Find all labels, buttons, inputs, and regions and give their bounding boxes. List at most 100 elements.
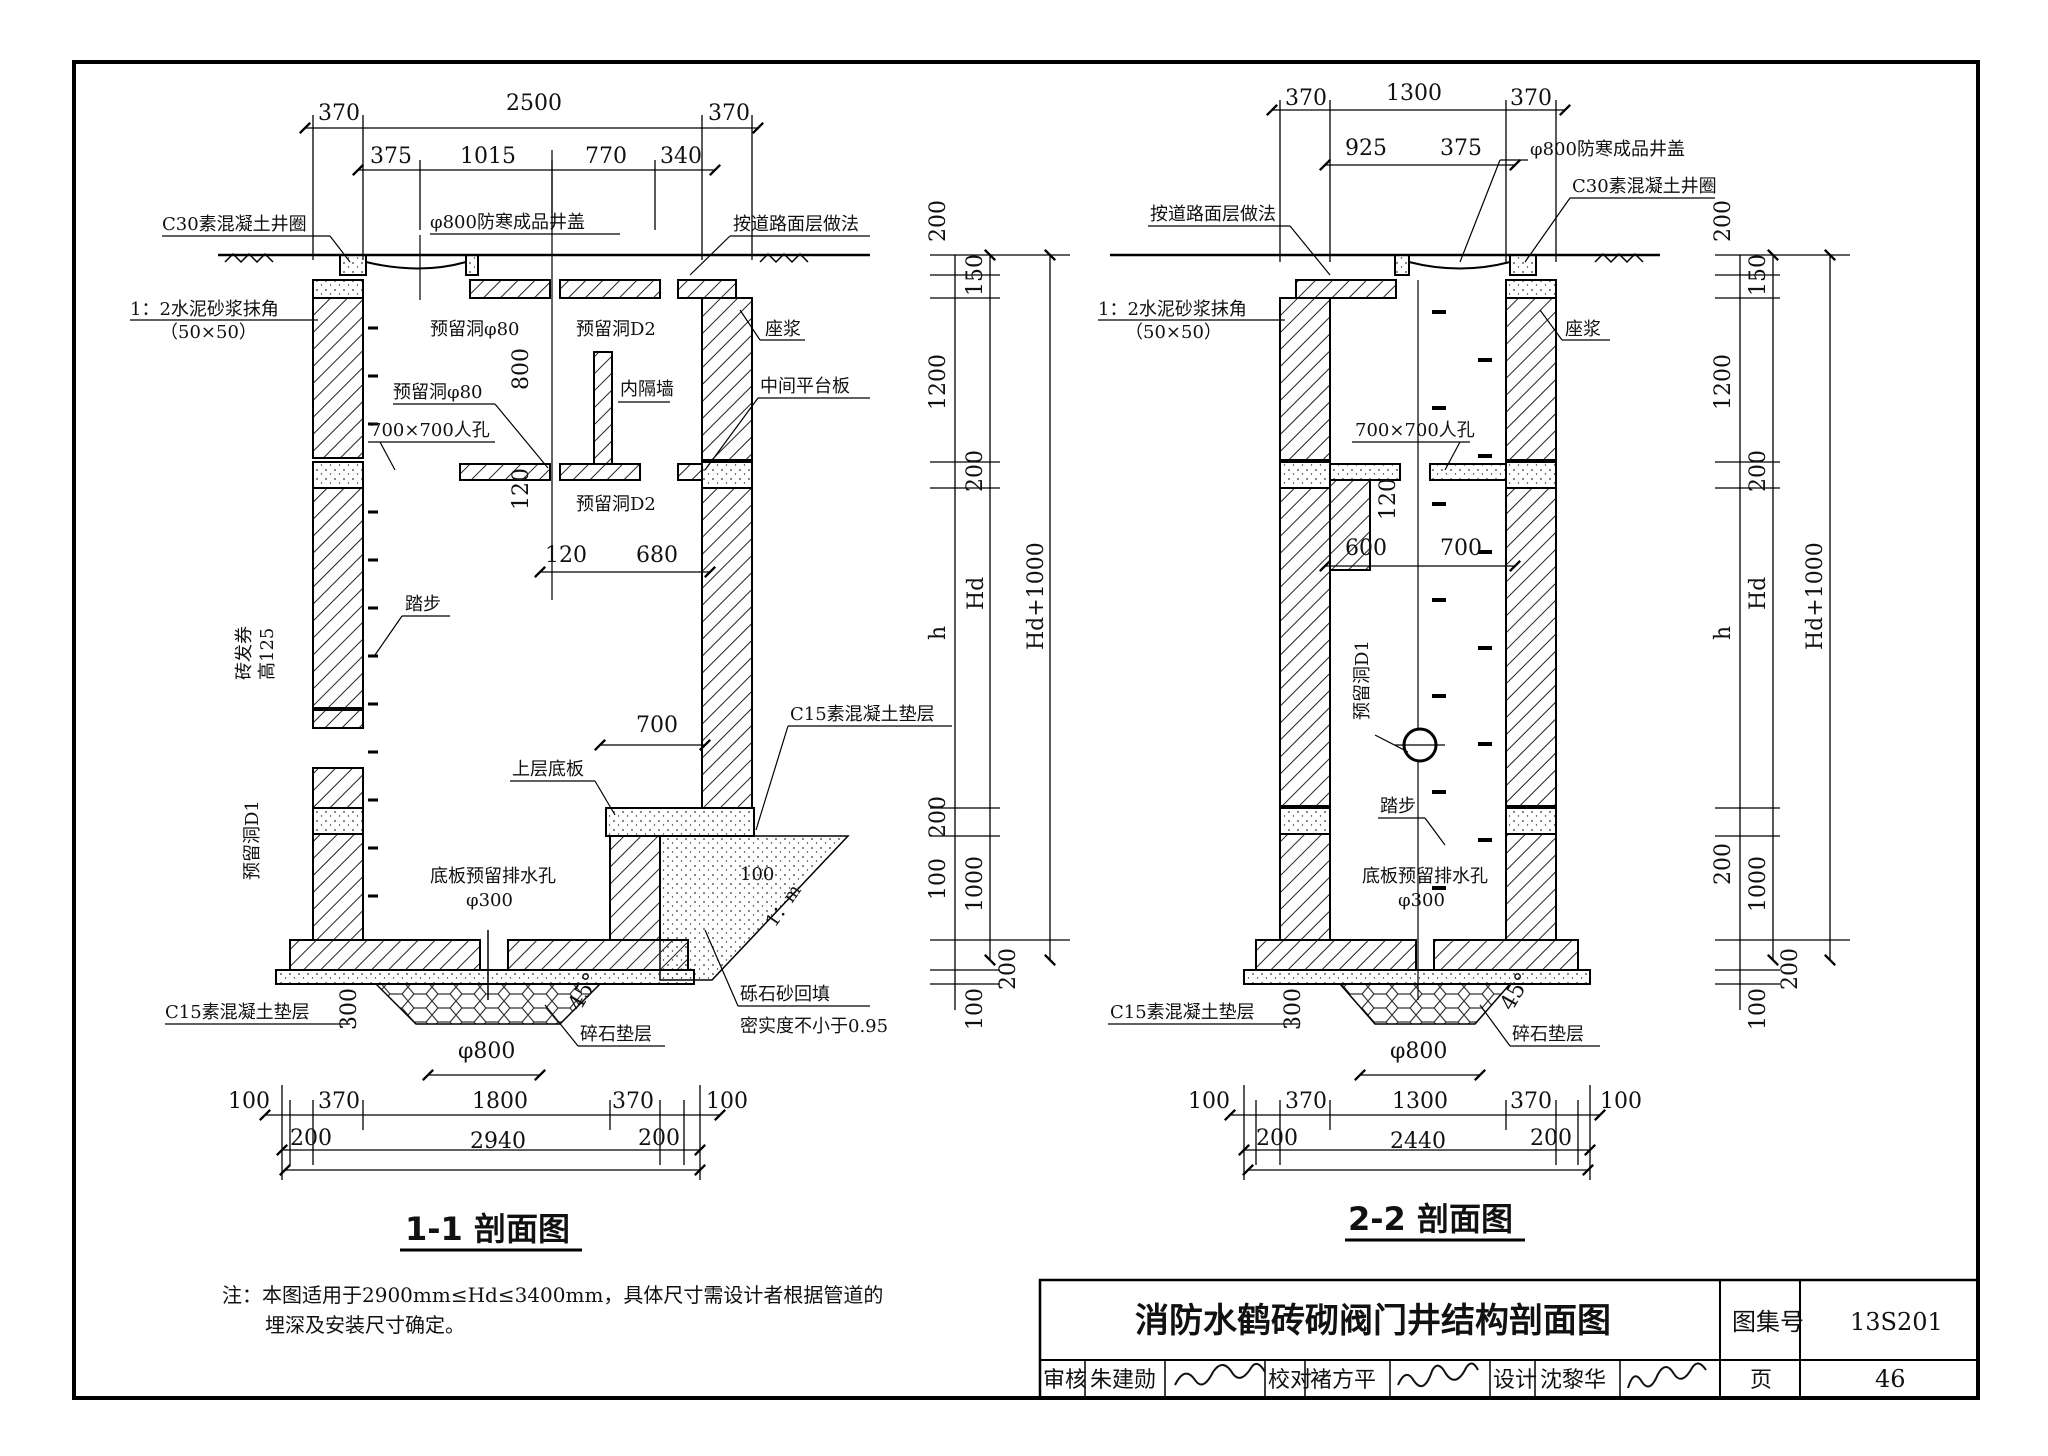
s2-dim-total-top: 1300 [1386, 81, 1442, 106]
s1-label-step: 踏步 [405, 594, 441, 615]
s1-label-ring: C30素混凝土井圈 [162, 214, 307, 235]
s2-label-gravel: 碎石垫层 [1512, 1024, 1584, 1045]
s1-dim-d: 340 [660, 144, 702, 169]
s1-label-drain: 底板预留排水孔 [430, 866, 556, 887]
s2-label-step: 踏步 [1380, 796, 1416, 817]
s1-dim-total-top: 2500 [506, 91, 562, 116]
s2-dim-600: 600 [1345, 536, 1387, 561]
s2-dim-r-Hd: Hd [1746, 577, 1771, 610]
review-label: 审核 [1043, 1368, 1087, 1393]
s2-dim-r-h: h [1711, 626, 1736, 640]
reviewer-signature [1174, 1362, 1266, 1386]
s1-dim-b: 1015 [460, 144, 516, 169]
s2-dim-wall-left: 370 [1285, 86, 1327, 111]
s2-dim-r-150: 150 [1746, 254, 1771, 296]
s2-dim-phi800: φ800 [1390, 1039, 1447, 1064]
s1-dim-1800: 1800 [472, 1089, 528, 1114]
s1-dim-100-left: 100 [228, 1089, 270, 1114]
s1-dim-r-h: h [926, 626, 951, 640]
s2-dim-r-100: 100 [1746, 988, 1771, 1030]
s2-label-manhole: 700×700人孔 [1355, 420, 1475, 441]
s1-label-mortar: 1：2水泥砂浆抹角 [130, 299, 279, 320]
s2-label-mortar: 1：2水泥砂浆抹角 [1098, 299, 1247, 320]
s1-label-backfill: 砾石砂回填 [740, 984, 830, 1005]
check-label: 校对 [1268, 1368, 1312, 1393]
s1-dim-r-1000: 1000 [963, 856, 988, 912]
reviewer-name: 朱建勋 [1090, 1368, 1156, 1393]
s1-label-hole-d2b: 预留洞D2 [576, 494, 656, 515]
title-block-title: 消防水鹤砖砌阀门井结构剖面图 [1135, 1301, 1611, 1341]
s2-label-cover: φ800防寒成品井盖 [1530, 139, 1685, 160]
s1-dim-h120: 120 [509, 468, 534, 510]
section-2-2: 370 1300 370 925 375 φ800防寒成品井盖 C30素混凝土井… [1098, 81, 1850, 1242]
title-block: 消防水鹤砖砌阀门井结构剖面图 图集号 13S201 审核 朱建勋 校对 褚方平 … [1038, 1278, 1980, 1400]
s1-label-compaction: 密实度不小于0.95 [740, 1016, 888, 1037]
s2-dim-370-right: 370 [1510, 1089, 1552, 1114]
s1-dim-slope-100: 100 [740, 864, 774, 885]
s2-dim-700: 700 [1440, 536, 1482, 561]
s1-label-hole-d2a: 预留洞D2 [576, 319, 656, 340]
s1-label-hole-80a: 预留洞φ80 [430, 319, 520, 340]
s1-label-mortar-size: （50×50） [160, 322, 257, 343]
s2-dim-100-left: 100 [1188, 1089, 1230, 1114]
s2-label-c15-bottom: C15素混凝土垫层 [1110, 1002, 1255, 1023]
s2-dim-r-Hd1000: Hd+1000 [1803, 542, 1828, 650]
design-label: 设计 [1493, 1368, 1537, 1393]
page-number: 46 [1875, 1365, 1906, 1393]
s2-dim-1300: 1300 [1392, 1089, 1448, 1114]
sheet-frame [72, 60, 1980, 1400]
s2-dim-100-right: 100 [1600, 1089, 1642, 1114]
s1-dim-c: 770 [585, 144, 627, 169]
s1-dim-wall-right: 370 [708, 101, 750, 126]
note-line-2: 埋深及安装尺寸确定。 [265, 1313, 465, 1337]
s2-dim-r-200b: 200 [1746, 450, 1771, 492]
checker-signature [1397, 1362, 1479, 1388]
s1-label-hole-80b: 预留洞φ80 [393, 382, 483, 403]
s1-label-arch: 砖发券 [234, 626, 255, 680]
s1-label-arch-height: 高125 [257, 628, 278, 680]
note-line-1: 注：本图适用于2900mm≤Hd≤3400mm，具体尺寸需设计者根据管道的 [222, 1283, 883, 1307]
s1-dim-w120: 120 [545, 543, 587, 568]
s1-dim-r-Hd1000: Hd+1000 [1024, 542, 1049, 650]
designer-name: 沈黎华 [1540, 1368, 1606, 1393]
s2-dim-r-200d: 200 [1778, 948, 1803, 990]
s1-label-inner-wall: 内隔墙 [620, 379, 674, 400]
s1-label-platform: 中间平台板 [760, 376, 850, 397]
s1-dim-800: 800 [509, 348, 534, 390]
s1-dim-w700: 700 [636, 713, 678, 738]
s2-dim-300: 300 [1281, 988, 1306, 1030]
s2-dim-200-right: 200 [1530, 1126, 1572, 1151]
s1-dim-r-100b: 100 [963, 988, 988, 1030]
atlas-label: 图集号 [1732, 1308, 1804, 1336]
s1-dim-phi800: φ800 [458, 1039, 515, 1064]
s1-dim-r-200a: 200 [926, 200, 951, 242]
s1-section-title: 1-1 剖面图 [405, 1210, 570, 1248]
page-label: 页 [1750, 1368, 1772, 1393]
s2-label-drain-d: φ300 [1398, 890, 1445, 911]
s2-dim-2440: 2440 [1390, 1129, 1446, 1154]
s1-label-cover: φ800防寒成品井盖 [430, 212, 585, 233]
s1-dim-r-150: 150 [963, 254, 988, 296]
s1-dim-200-left: 200 [290, 1126, 332, 1151]
s1-label-seat: 座浆 [765, 319, 801, 340]
s2-dim-wall-right: 370 [1510, 86, 1552, 111]
section-1-1: 370 2500 370 375 1015 770 340 800 120 12… [130, 91, 1070, 1252]
s1-label-upper-slab: 上层底板 [512, 759, 584, 780]
s2-dim-r-1200: 1200 [1711, 354, 1736, 410]
s1-dim-r-100a: 100 [926, 858, 951, 900]
s2-dim-h120: 120 [1376, 478, 1401, 520]
s1-dim-300: 300 [337, 988, 362, 1030]
s1-dim-r-200d: 200 [996, 948, 1021, 990]
s1-label-c15-top: C15素混凝土垫层 [790, 704, 935, 725]
s1-dim-r-200b: 200 [963, 450, 988, 492]
s1-label-road: 按道路面层做法 [733, 214, 859, 235]
s1-label-c15-bottom: C15素混凝土垫层 [165, 1002, 310, 1023]
s2-label-mortar-size: （50×50） [1125, 322, 1222, 343]
s1-dim-w680: 680 [636, 543, 678, 568]
s2-dim-200-left: 200 [1256, 1126, 1298, 1151]
s2-label-ring: C30素混凝土井圈 [1572, 176, 1717, 197]
s1-dim-100-right: 100 [706, 1089, 748, 1114]
s1-dim-a: 375 [370, 144, 412, 169]
s1-dim-r-1200: 1200 [926, 354, 951, 410]
